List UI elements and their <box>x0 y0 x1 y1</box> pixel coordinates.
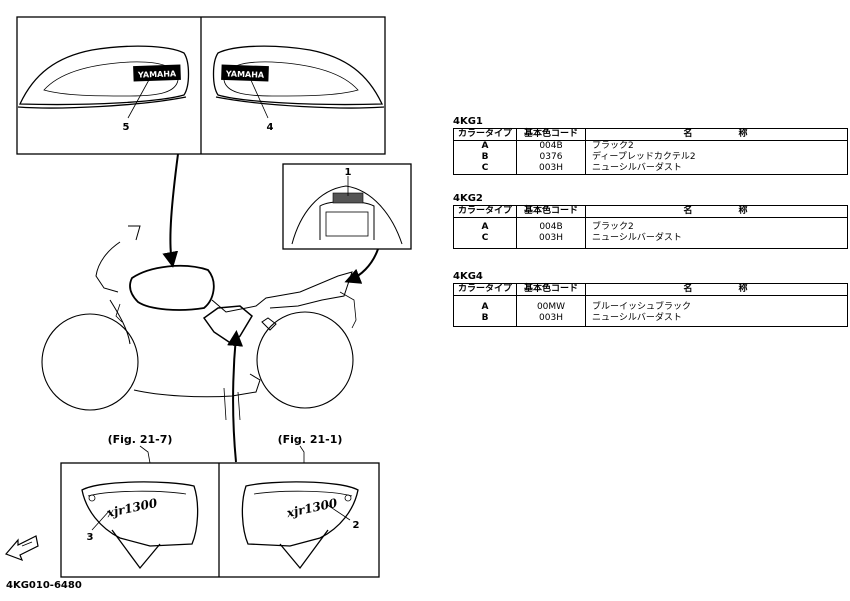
cell-code: 003H <box>516 313 586 327</box>
table-row: C 003H ニューシルバーダスト <box>453 163 848 175</box>
cell-code: 003H <box>516 233 586 249</box>
drawing-code: 4KG010-6480 <box>6 580 82 591</box>
cell-name: ニューシルバーダスト <box>585 233 848 249</box>
header-color-type: カラータイプ <box>453 283 517 296</box>
header-base-color-code: 基本色コード <box>516 205 586 218</box>
callout-3: 3 <box>87 532 94 543</box>
cell-type: C <box>453 233 517 249</box>
header-color-type: カラータイプ <box>453 205 517 218</box>
callout-5: 5 <box>123 122 130 133</box>
table-title: 4KG2 <box>453 193 483 204</box>
tank-panels <box>16 16 386 155</box>
cell-name: ブラック2 <box>585 140 848 152</box>
header-base-color-code: 基本色コード <box>516 128 586 141</box>
cell-name: ブルーイッシュブラック <box>585 295 848 313</box>
callout-2: 2 <box>353 520 360 531</box>
table-row: C 003H ニューシルバーダスト <box>453 233 848 249</box>
tank-right-logo: YAMAHA <box>225 69 265 79</box>
callout-1: 1 <box>345 167 352 178</box>
tank-left-logo: YAMAHA <box>137 69 177 79</box>
table-row: B 003H ニューシルバーダスト <box>453 313 848 327</box>
cell-type: B <box>453 152 517 163</box>
table-row: A 004B ブラック2 <box>453 217 848 233</box>
table-title: 4KG1 <box>453 116 483 127</box>
cell-code: 00MW <box>516 295 586 313</box>
cell-type: A <box>453 140 517 152</box>
cell-code: 003H <box>516 163 586 175</box>
table-row: A 00MW ブルーイッシュブラック <box>453 295 848 313</box>
table-title: 4KG4 <box>453 271 483 282</box>
tail-emblem-panel <box>282 163 412 250</box>
side-cover-panels <box>60 445 380 578</box>
header-name: 名 称 <box>585 128 848 141</box>
cell-name: ニューシルバーダスト <box>585 313 848 327</box>
table-row: A 004B ブラック2 <box>453 140 848 152</box>
side-cover-left-logo: xjr1300 <box>105 496 160 521</box>
cell-type: C <box>453 163 517 175</box>
fig-ref-left: (Fig. 21-7) <box>108 433 173 446</box>
cell-name: ブラック2 <box>585 217 848 233</box>
header-name: 名 称 <box>585 283 848 296</box>
cell-type: A <box>453 217 517 233</box>
color-table-4kg2: 4KG2 カラータイプ 基本色コード 名 称 A 004B ブラック2 C 00… <box>453 193 850 249</box>
cell-name: ディープレッドカクテル2 <box>585 152 848 163</box>
callout-4: 4 <box>267 122 274 133</box>
tank-right-illustration <box>212 45 385 109</box>
leader-arrows <box>162 153 379 463</box>
header-base-color-code: 基本色コード <box>516 283 586 296</box>
side-cover-left-illustration <box>81 481 199 570</box>
fig-ref-right: (Fig. 21-1) <box>278 433 343 446</box>
color-table-4kg1: 4KG1 カラータイプ 基本色コード 名 称 A 004B ブラック2 B 03… <box>453 116 850 175</box>
tank-left-illustration <box>17 45 190 109</box>
cell-code: 0376 <box>516 152 586 163</box>
color-table-4kg4: 4KG4 カラータイプ 基本色コード 名 称 A 00MW ブルーイッシュブラッ… <box>453 271 850 327</box>
side-cover-right-logo: xjr1300 <box>285 496 340 521</box>
cell-code: 004B <box>516 140 586 152</box>
cell-code: 004B <box>516 217 586 233</box>
side-cover-right-illustration <box>241 481 359 570</box>
table-row: B 0376 ディープレッドカクテル2 <box>453 152 848 163</box>
front-direction-icon <box>4 535 39 562</box>
cell-type: A <box>453 295 517 313</box>
motorcycle-illustration <box>41 225 357 421</box>
header-name: 名 称 <box>585 205 848 218</box>
header-color-type: カラータイプ <box>453 128 517 141</box>
cell-type: B <box>453 313 517 327</box>
cell-name: ニューシルバーダスト <box>585 163 848 175</box>
